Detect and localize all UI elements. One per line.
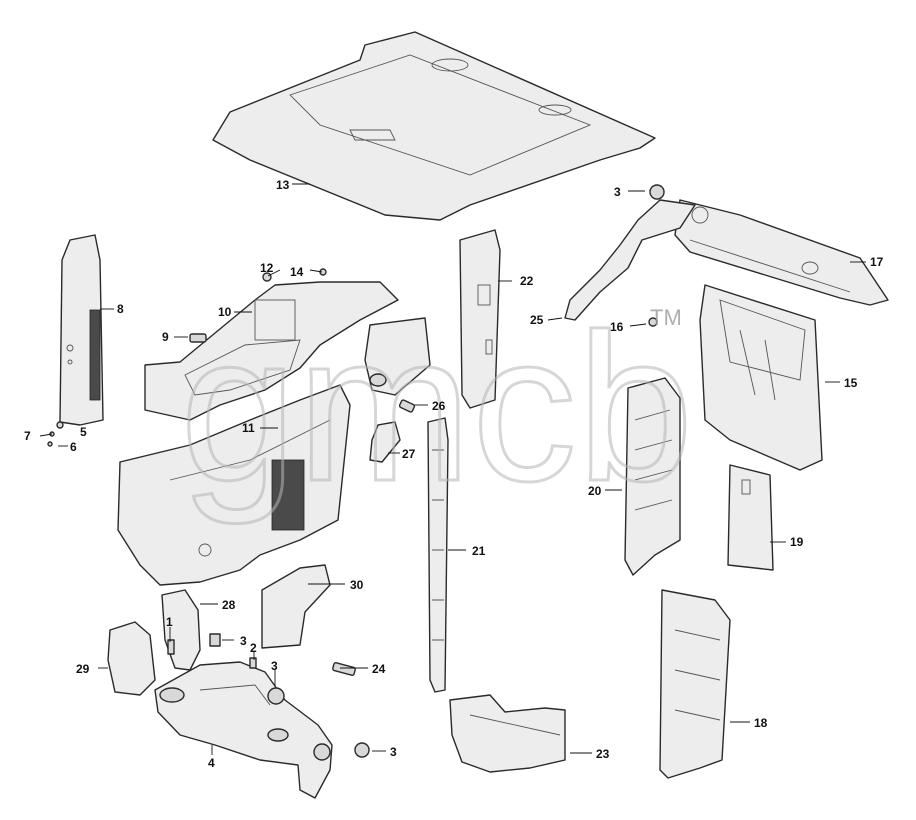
part-18-lower-trim bbox=[659, 589, 731, 779]
callout-30: 30 bbox=[350, 578, 364, 592]
callout-3-mid: 3 bbox=[240, 634, 247, 648]
part-20-pillar bbox=[624, 377, 681, 576]
callout-8: 8 bbox=[117, 302, 124, 316]
part-11-quarter-trim bbox=[117, 384, 351, 586]
callout-16: 16 bbox=[610, 320, 624, 334]
callout-10: 10 bbox=[218, 305, 232, 319]
part-23-sill-trim bbox=[449, 694, 566, 773]
callout-1: 1 bbox=[166, 615, 173, 629]
callout-7: 7 bbox=[24, 429, 31, 443]
part-30-duct bbox=[261, 564, 331, 649]
callout-17: 17 bbox=[870, 255, 884, 269]
callouts: 13 3 17 22 12 14 8 10 9 25 16 15 26 11 2… bbox=[24, 178, 884, 770]
part-19-panel bbox=[727, 464, 774, 571]
watermark-text: gmcb bbox=[180, 290, 694, 525]
part-21-pillar-strip bbox=[427, 417, 449, 693]
callout-18: 18 bbox=[754, 716, 768, 730]
callout-20: 20 bbox=[588, 484, 602, 498]
fasteners bbox=[47, 184, 665, 758]
callout-3-lower: 3 bbox=[271, 659, 278, 673]
callout-12: 12 bbox=[260, 261, 274, 275]
callout-28: 28 bbox=[222, 598, 236, 612]
callout-2: 2 bbox=[250, 641, 257, 655]
callout-9: 9 bbox=[162, 330, 169, 344]
leader-lines bbox=[39, 183, 866, 755]
callout-22: 22 bbox=[520, 274, 534, 288]
callout-5: 5 bbox=[80, 425, 87, 439]
part-29-cover bbox=[107, 621, 156, 696]
part-28-bracket bbox=[161, 589, 201, 671]
part-10-console bbox=[144, 281, 399, 421]
callout-21: 21 bbox=[472, 544, 486, 558]
callout-23: 23 bbox=[596, 747, 610, 761]
callout-11: 11 bbox=[242, 421, 255, 435]
callout-19: 19 bbox=[790, 535, 804, 549]
callout-29: 29 bbox=[76, 662, 90, 676]
part-15-rear-panel bbox=[699, 284, 823, 471]
part-9-clip bbox=[189, 333, 207, 343]
part-8-c-pillar bbox=[59, 234, 104, 426]
part-27-tube bbox=[369, 421, 401, 463]
part-26-reservoir bbox=[364, 317, 431, 413]
callout-25: 25 bbox=[530, 313, 544, 327]
watermark: gmcb TM bbox=[179, 289, 696, 527]
part-4-lower-trim bbox=[154, 661, 333, 799]
part-17-rear-trim bbox=[674, 199, 889, 306]
callout-13: 13 bbox=[276, 178, 290, 192]
callout-24: 24 bbox=[372, 662, 386, 676]
callout-4: 4 bbox=[208, 756, 215, 770]
callout-27: 27 bbox=[402, 447, 416, 461]
callout-15: 15 bbox=[844, 376, 858, 390]
part-22-b-pillar bbox=[459, 229, 501, 409]
callout-26: 26 bbox=[432, 399, 446, 413]
callout-6: 6 bbox=[70, 440, 77, 454]
part-25-hose bbox=[564, 199, 696, 321]
part-13-headliner bbox=[212, 31, 656, 221]
watermark-tm: TM bbox=[650, 305, 682, 330]
callout-3-top: 3 bbox=[614, 185, 621, 199]
callout-14: 14 bbox=[290, 265, 304, 279]
callout-3-bottom: 3 bbox=[390, 745, 397, 759]
